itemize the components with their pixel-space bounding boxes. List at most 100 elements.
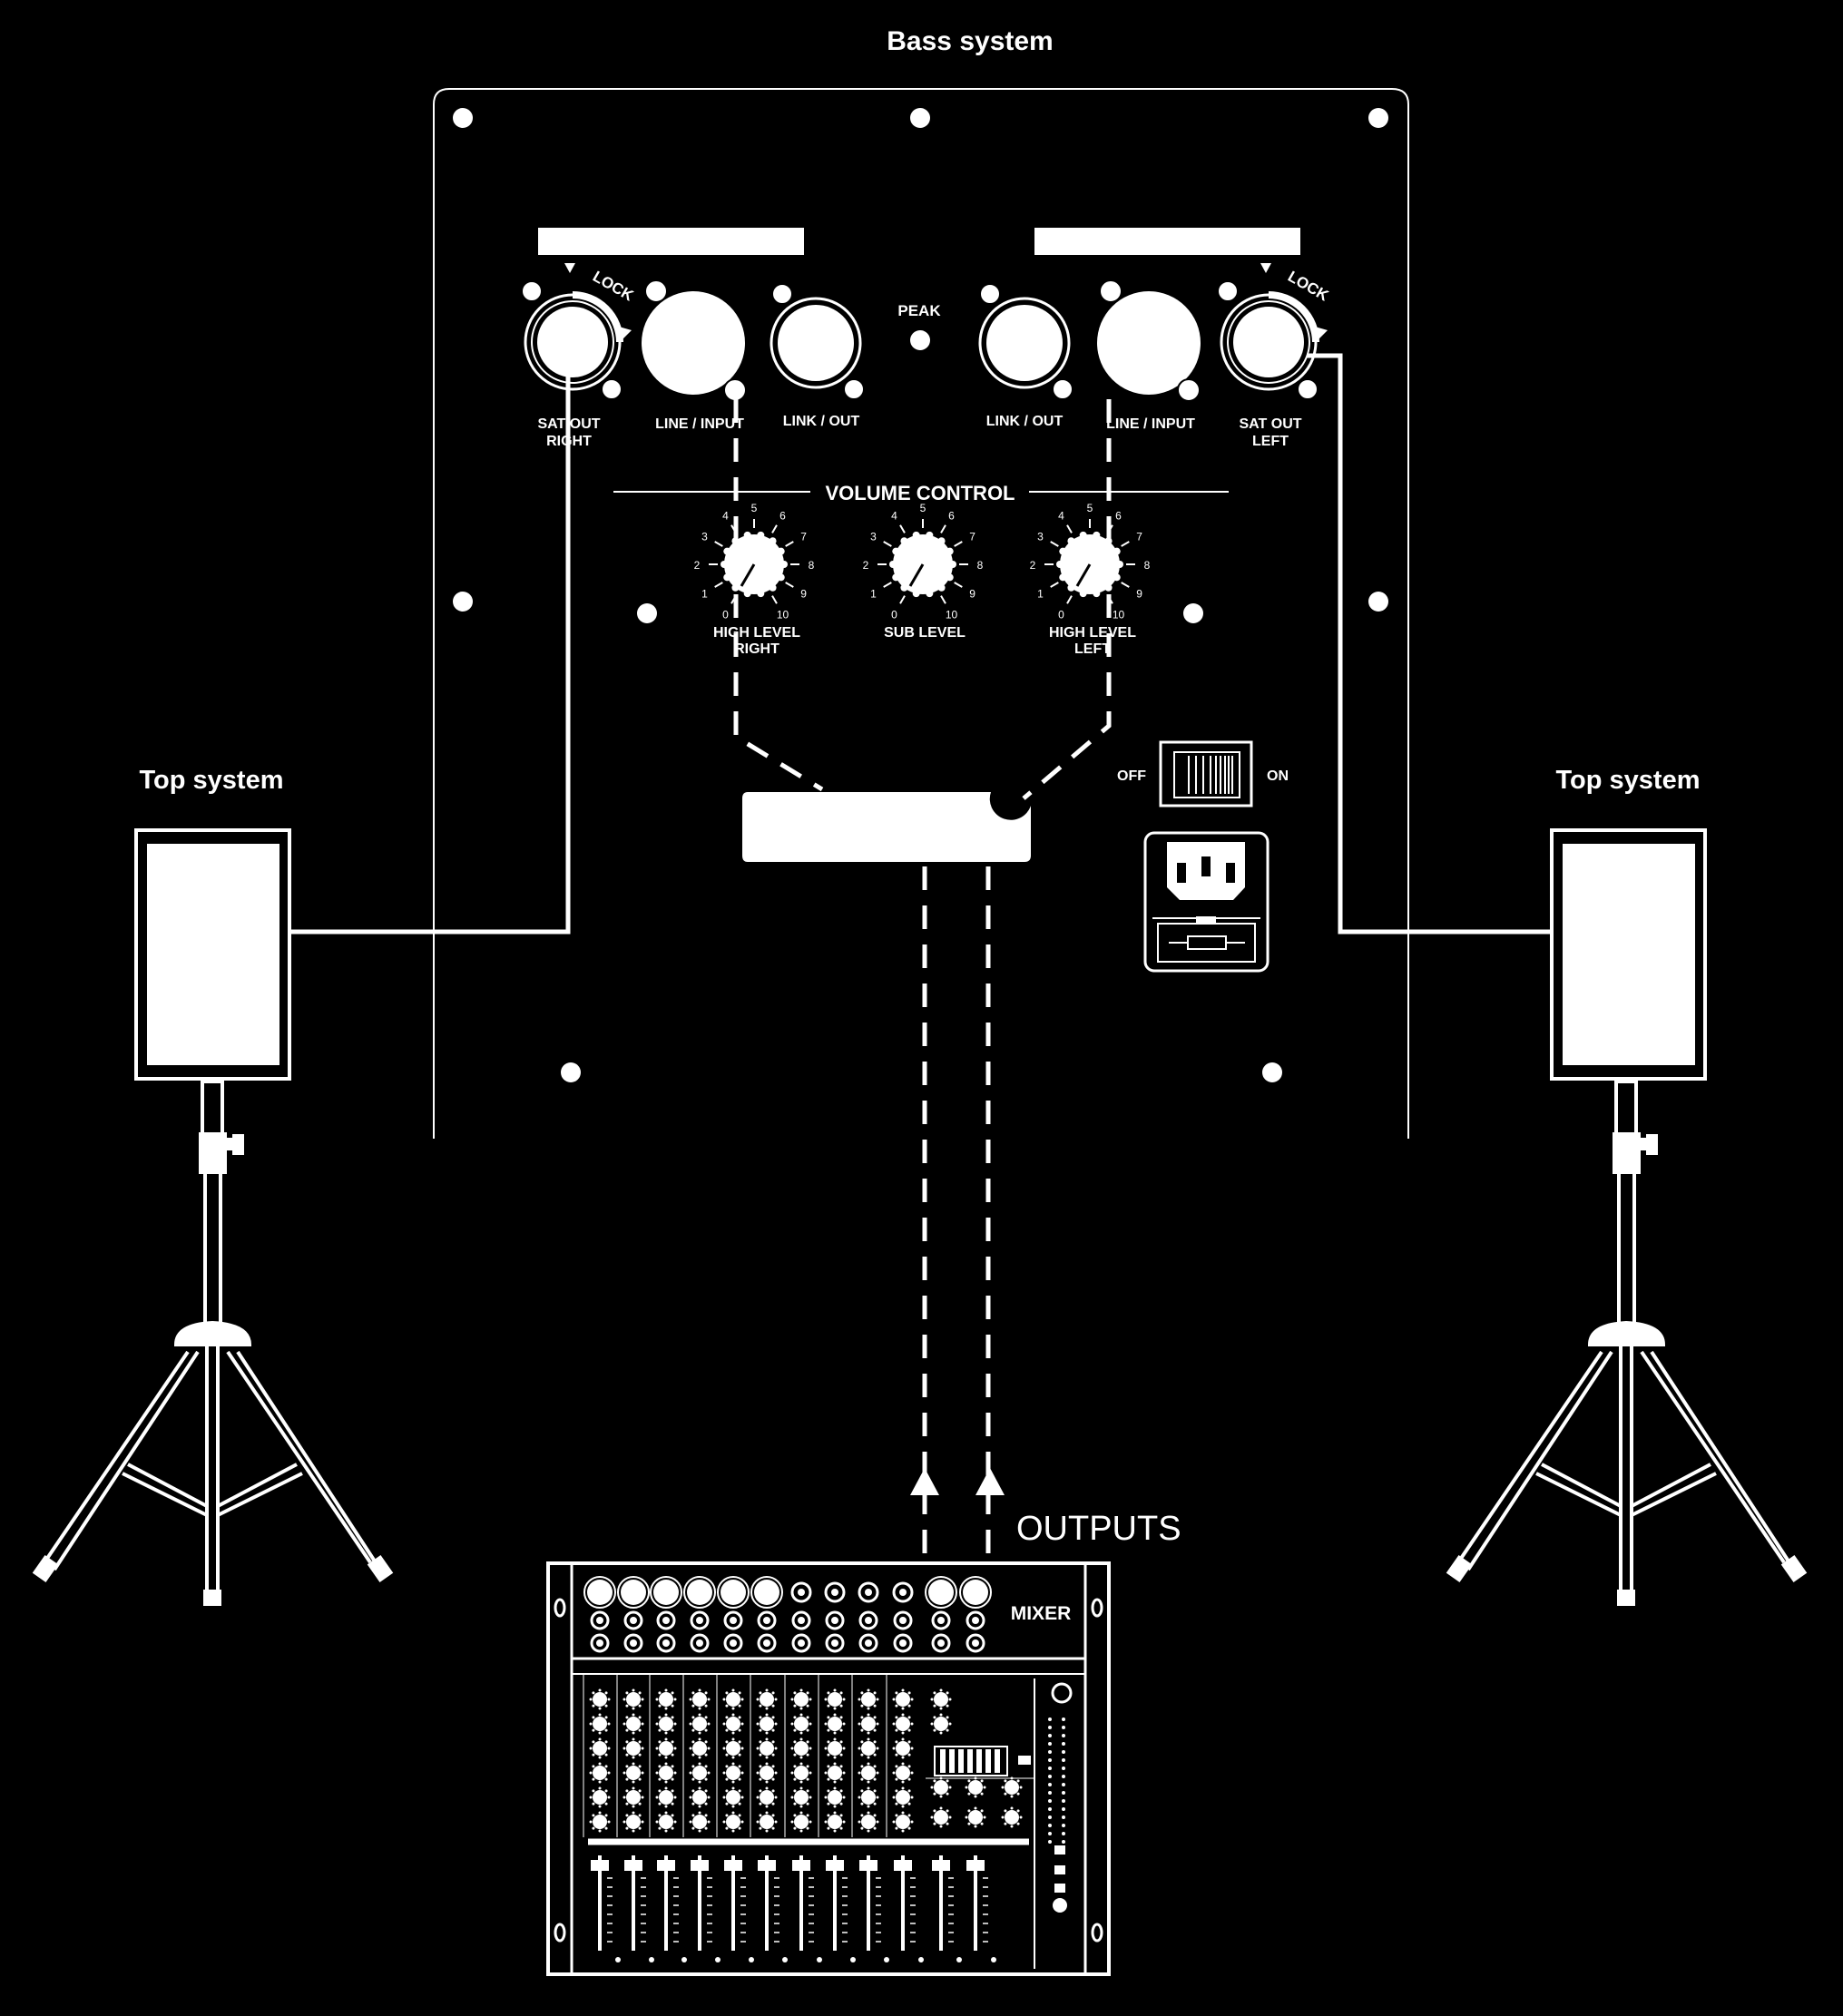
power-inlet[interactable] (1143, 831, 1270, 973)
mixer-channel-input[interactable] (790, 1581, 812, 1653)
mixer-channel-input[interactable] (683, 1576, 716, 1653)
mixer-channel-input[interactable] (892, 1581, 914, 1653)
mixer-knob[interactable] (892, 1786, 914, 1808)
line-input-connector-right[interactable] (1097, 279, 1201, 402)
mixer-master-knob[interactable] (930, 1806, 952, 1828)
mixer-knob[interactable] (589, 1786, 611, 1808)
mixer-button[interactable] (1054, 1865, 1065, 1874)
mixer-knob[interactable] (589, 1762, 611, 1784)
mixer-knob[interactable] (790, 1737, 812, 1759)
mixer-knob[interactable] (824, 1737, 846, 1759)
mixer-channel-input[interactable] (824, 1581, 846, 1653)
mixer-channel-input[interactable] (925, 1576, 957, 1653)
mixer-master-knob[interactable] (930, 1776, 952, 1798)
mixer-knob[interactable] (824, 1811, 846, 1833)
mixer-knob[interactable] (623, 1786, 644, 1808)
mixer-knob[interactable] (623, 1713, 644, 1735)
mixer-knob[interactable] (589, 1713, 611, 1735)
mixer-fader[interactable] (758, 1855, 788, 1962)
mixer-button[interactable] (1054, 1845, 1065, 1855)
mixer-knob[interactable] (858, 1713, 879, 1735)
mixer-knob[interactable] (790, 1762, 812, 1784)
mixer-knob[interactable] (756, 1811, 778, 1833)
mixer-knob[interactable] (756, 1762, 778, 1784)
mixer-knob[interactable] (589, 1688, 611, 1710)
mixer-knob[interactable] (623, 1688, 644, 1710)
mixer-knob[interactable] (689, 1786, 711, 1808)
line-input-connector-left[interactable] (642, 279, 747, 402)
mixer-fader[interactable] (932, 1855, 962, 1962)
mixer-graphic-eq[interactable] (934, 1746, 1031, 1776)
mixer-knob[interactable] (655, 1688, 677, 1710)
mixer-channel-input[interactable] (617, 1576, 650, 1653)
mixer-master-knob[interactable] (930, 1713, 952, 1735)
mixer-knob[interactable] (824, 1688, 846, 1710)
mixer-knob[interactable] (655, 1811, 677, 1833)
mixer-channel-input[interactable] (750, 1576, 783, 1653)
mixer-knob[interactable] (722, 1762, 744, 1784)
mixer-button[interactable] (1054, 1884, 1065, 1893)
mixer-knob[interactable] (589, 1811, 611, 1833)
mixer-channel-input[interactable] (858, 1581, 879, 1653)
mixer-master-knob[interactable] (965, 1806, 986, 1828)
mixer-knob[interactable] (892, 1713, 914, 1735)
mixer-knob[interactable] (756, 1688, 778, 1710)
mixer-knob[interactable] (722, 1811, 744, 1833)
mixer-fader[interactable] (591, 1855, 621, 1962)
mixer-fader[interactable] (966, 1855, 996, 1962)
mixer-knob[interactable] (756, 1713, 778, 1735)
mixer-fader[interactable] (826, 1855, 856, 1962)
mixer-master-knob[interactable] (1001, 1806, 1023, 1828)
mixer-fader[interactable] (859, 1855, 889, 1962)
mixer-knob[interactable] (689, 1688, 711, 1710)
mixer-knob[interactable] (790, 1811, 812, 1833)
mixer-knob[interactable] (623, 1737, 644, 1759)
mixer-channel-input[interactable] (959, 1576, 992, 1653)
mixer-knob[interactable] (824, 1762, 846, 1784)
mixer-channel-input[interactable] (583, 1576, 616, 1653)
mixer-knob[interactable] (858, 1737, 879, 1759)
mixer-knob[interactable] (689, 1762, 711, 1784)
mixer-knob[interactable] (790, 1786, 812, 1808)
mixer-knob[interactable] (892, 1737, 914, 1759)
mixer-knob[interactable] (756, 1737, 778, 1759)
mixer-knob[interactable] (722, 1737, 744, 1759)
mixer-fader[interactable] (691, 1855, 721, 1962)
link-out-connector-left[interactable] (770, 283, 865, 400)
mixer-knob[interactable] (623, 1762, 644, 1784)
mixer-knob[interactable] (892, 1762, 914, 1784)
mixer-knob[interactable] (655, 1762, 677, 1784)
sat-out-right-connector[interactable]: LOCK (521, 263, 637, 400)
mixer-channel-input[interactable] (717, 1576, 750, 1653)
power-switch[interactable]: OFF ON (1117, 740, 1289, 807)
mixer-knob[interactable] (722, 1786, 744, 1808)
mixer-knob[interactable] (722, 1713, 744, 1735)
mixer-master-knob[interactable] (930, 1688, 952, 1710)
link-out-connector-right[interactable] (978, 283, 1073, 400)
mixer-knob[interactable] (892, 1811, 914, 1833)
mixer-fader[interactable] (624, 1855, 654, 1962)
mixer-knob[interactable] (858, 1762, 879, 1784)
mixer-master-knob[interactable] (965, 1776, 986, 1798)
mixer-knob[interactable] (824, 1713, 846, 1735)
mixer-knob[interactable] (756, 1786, 778, 1808)
mixer-channel-input[interactable] (650, 1576, 682, 1653)
sat-out-left-connector[interactable]: LOCK (1217, 263, 1332, 400)
mixer-phones-knob[interactable] (1053, 1898, 1067, 1913)
mixer-knob[interactable] (790, 1713, 812, 1735)
mixer-knob[interactable] (655, 1737, 677, 1759)
mixer-knob[interactable] (623, 1811, 644, 1833)
mixer-knob[interactable] (689, 1737, 711, 1759)
mixer-knob[interactable] (655, 1713, 677, 1735)
mixer-knob[interactable] (689, 1713, 711, 1735)
mixer-knob[interactable] (689, 1811, 711, 1833)
mixer-knob[interactable] (655, 1786, 677, 1808)
mixer-knob[interactable] (858, 1811, 879, 1833)
mixer-master-knob[interactable] (1001, 1776, 1023, 1798)
mixer-knob[interactable] (589, 1737, 611, 1759)
mixer-knob[interactable] (858, 1786, 879, 1808)
mixer-fader[interactable] (792, 1855, 822, 1962)
